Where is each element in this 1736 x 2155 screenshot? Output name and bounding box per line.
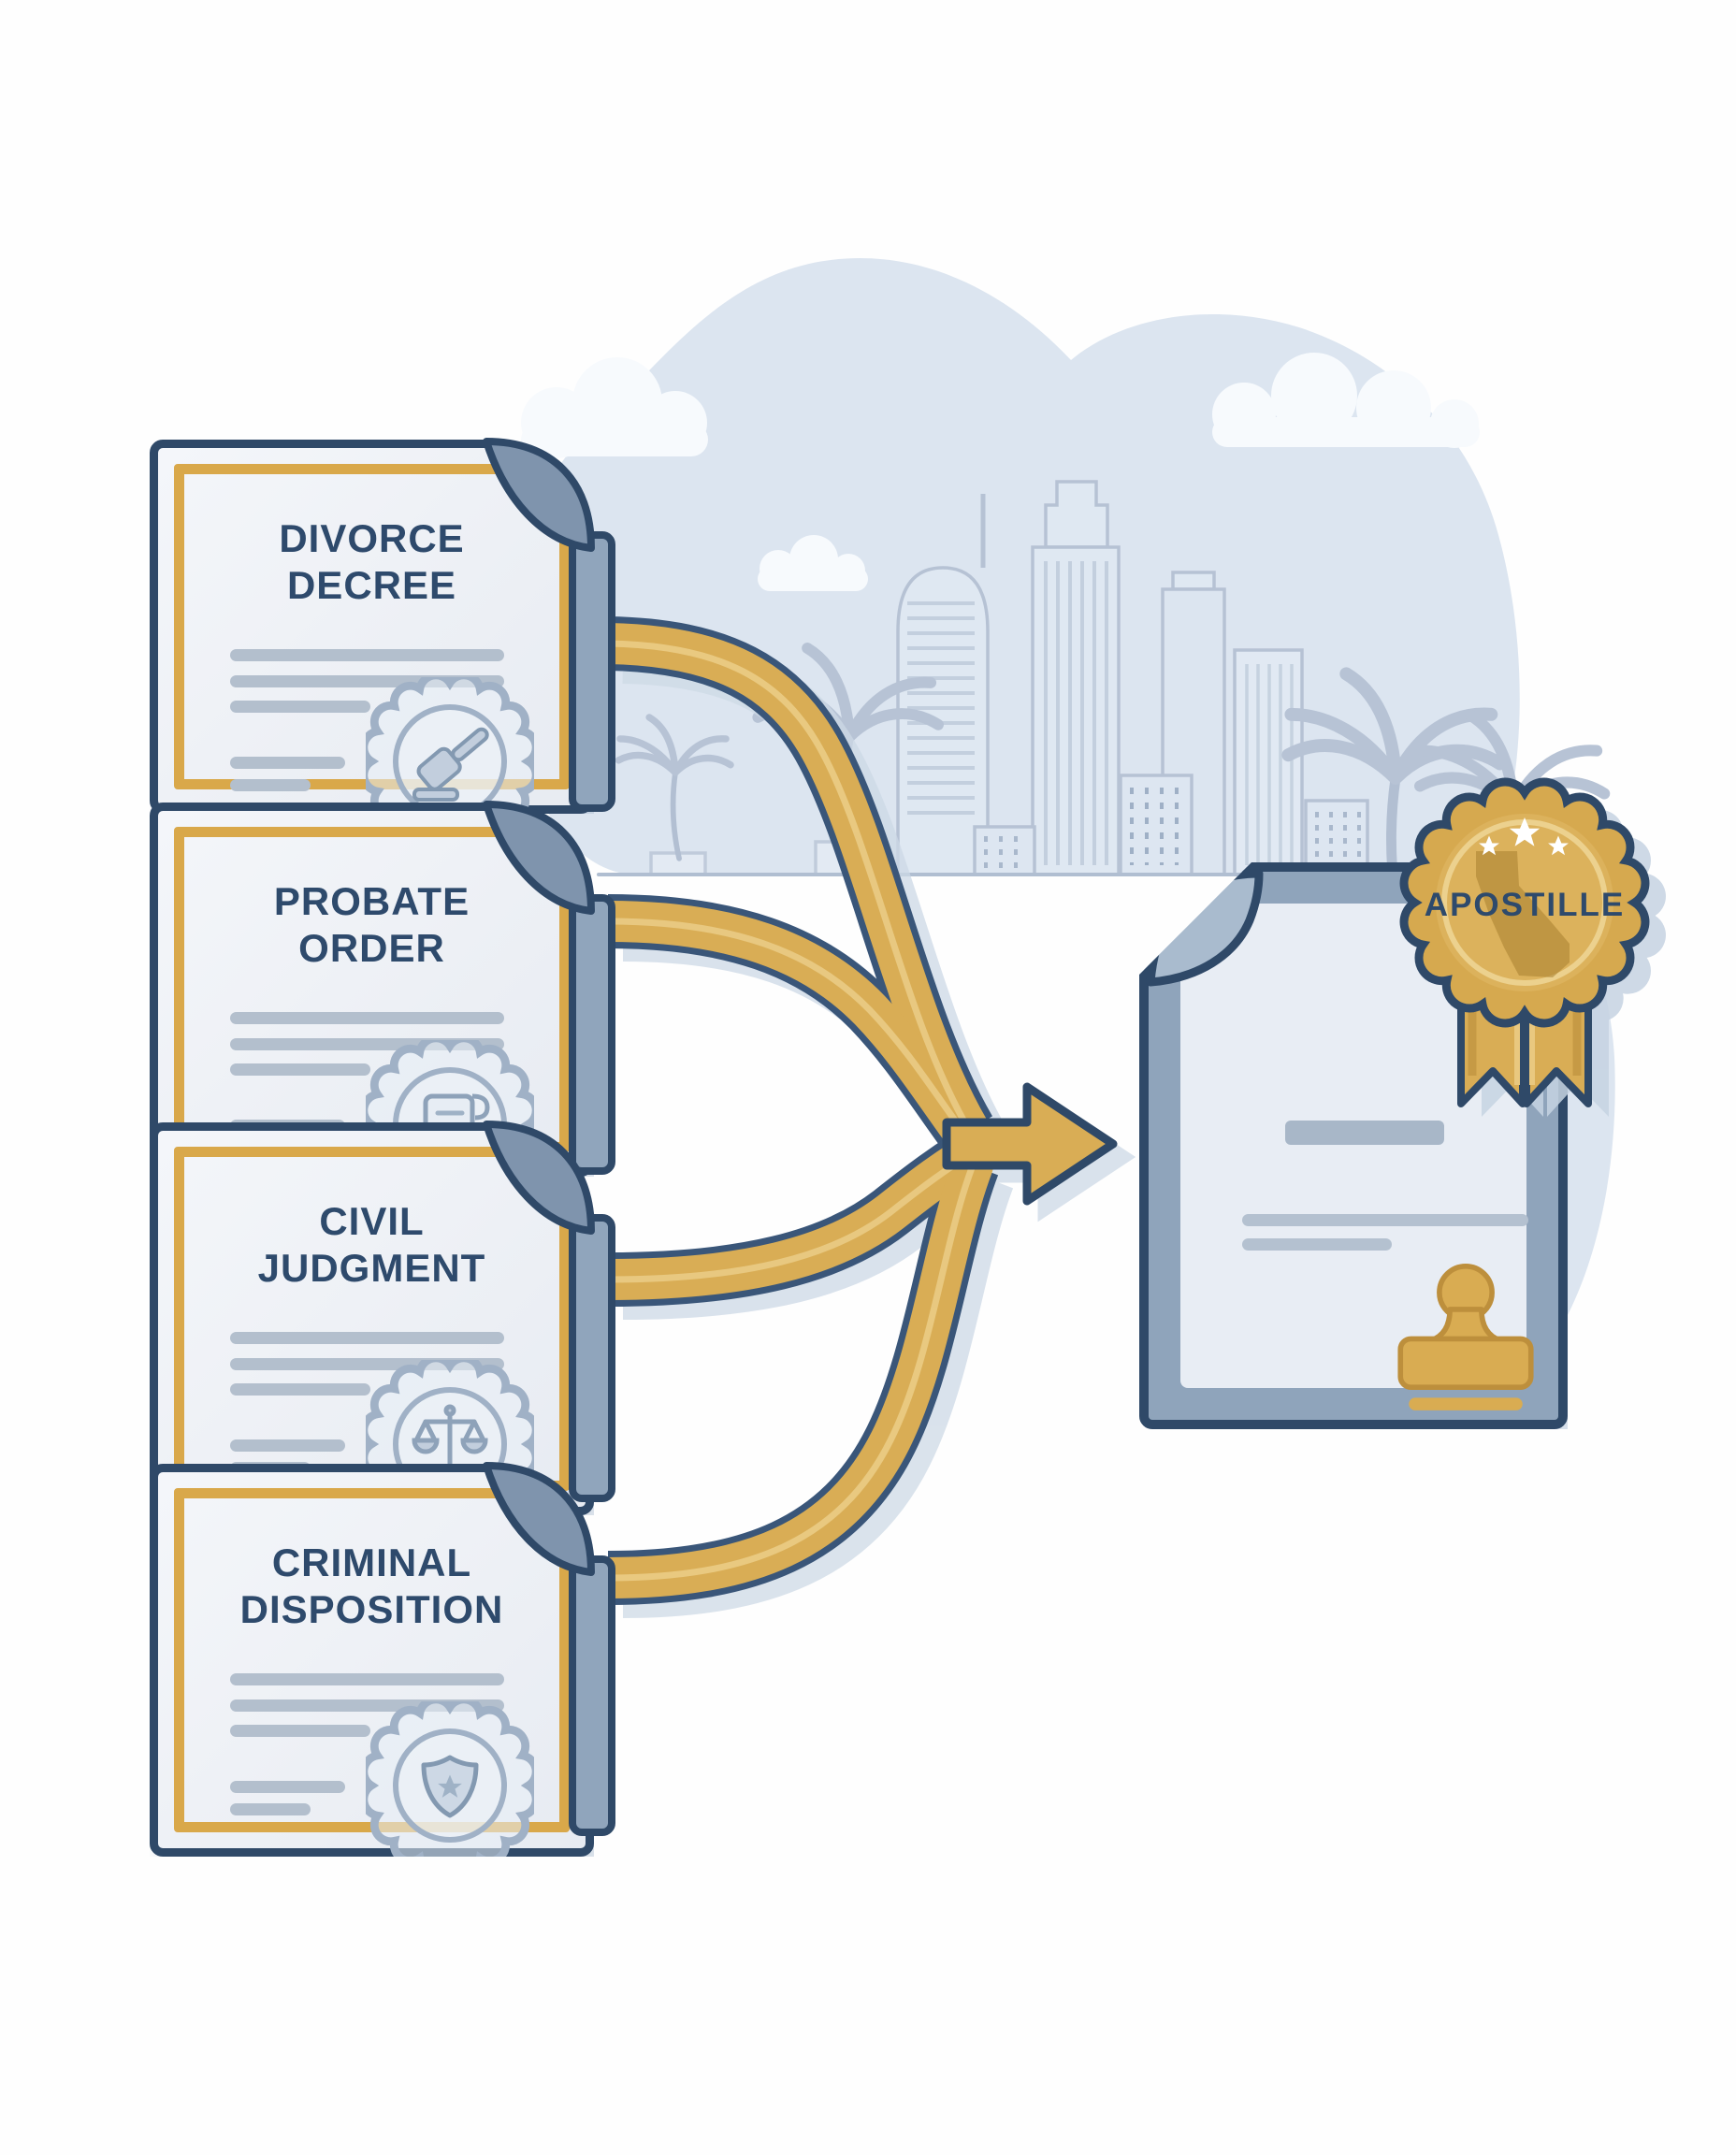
title-line2: ORDER: [298, 926, 445, 971]
text-line: [230, 1673, 504, 1685]
title-line2: DECREE: [286, 563, 457, 608]
rubber-stamp-icon: [1397, 1263, 1534, 1410]
text-line: [230, 757, 345, 769]
text-line: [230, 1439, 345, 1452]
document-title: CRIMINAL DISPOSITION: [181, 1540, 563, 1634]
certificate-sheet: CRIMINAL DISPOSITION: [150, 1464, 594, 1857]
text-line: [230, 1781, 345, 1793]
cloud-icon: [1212, 353, 1480, 448]
text-line: [230, 1803, 311, 1815]
text-line: [1242, 1214, 1528, 1226]
cloud-icon: [521, 357, 708, 458]
document-title: CIVIL JUDGMENT: [181, 1198, 563, 1293]
apostille-rosette-badge: APOSTILLE: [1384, 776, 1666, 1117]
document-card-criminal-disposition: CRIMINAL DISPOSITION: [150, 1462, 617, 1857]
document-card-divorce-decree: DIVORCE DECREE: [150, 438, 617, 814]
title-line2: JUDGMENT: [257, 1246, 486, 1291]
police-badge-seal-icon: [366, 1701, 534, 1870]
california-map-icon: [1476, 851, 1570, 977]
fold-corner-icon: [483, 1462, 615, 1836]
text-line: [230, 779, 311, 791]
fold-corner-icon: [483, 438, 615, 812]
apostille-document: [1139, 862, 1568, 1429]
title-line1: PROBATE: [273, 879, 470, 923]
title-line1: CRIMINAL: [271, 1540, 472, 1584]
text-line: [230, 1012, 504, 1024]
cloud-icon: [758, 535, 868, 591]
fold-corner-icon: [483, 801, 615, 1175]
heading-bar: [1285, 1121, 1444, 1145]
text-line: [230, 649, 504, 661]
text-line: [230, 1332, 504, 1344]
apostille-inner-panel: [1180, 904, 1534, 1410]
city-skyline: [649, 480, 1369, 876]
document-card-civil-judgment: CIVIL JUDGMENT: [150, 1121, 617, 1515]
title-line1: CIVIL: [319, 1199, 425, 1243]
gavel-seal-icon: [366, 677, 534, 814]
text-line: [230, 701, 370, 713]
arrowhead-icon: [942, 1082, 1118, 1206]
document-title: PROBATE ORDER: [181, 878, 563, 973]
document-title: DIVORCE DECREE: [181, 515, 563, 610]
title-line2: DISPOSITION: [239, 1587, 504, 1632]
text-line: [1242, 1238, 1392, 1251]
badge-label: APOSTILLE: [1425, 887, 1625, 923]
text-line: [230, 1383, 370, 1396]
title-line1: DIVORCE: [279, 516, 465, 560]
text-line: [230, 1725, 370, 1737]
text-line: [230, 1063, 370, 1076]
fold-corner-icon: [483, 1121, 615, 1502]
